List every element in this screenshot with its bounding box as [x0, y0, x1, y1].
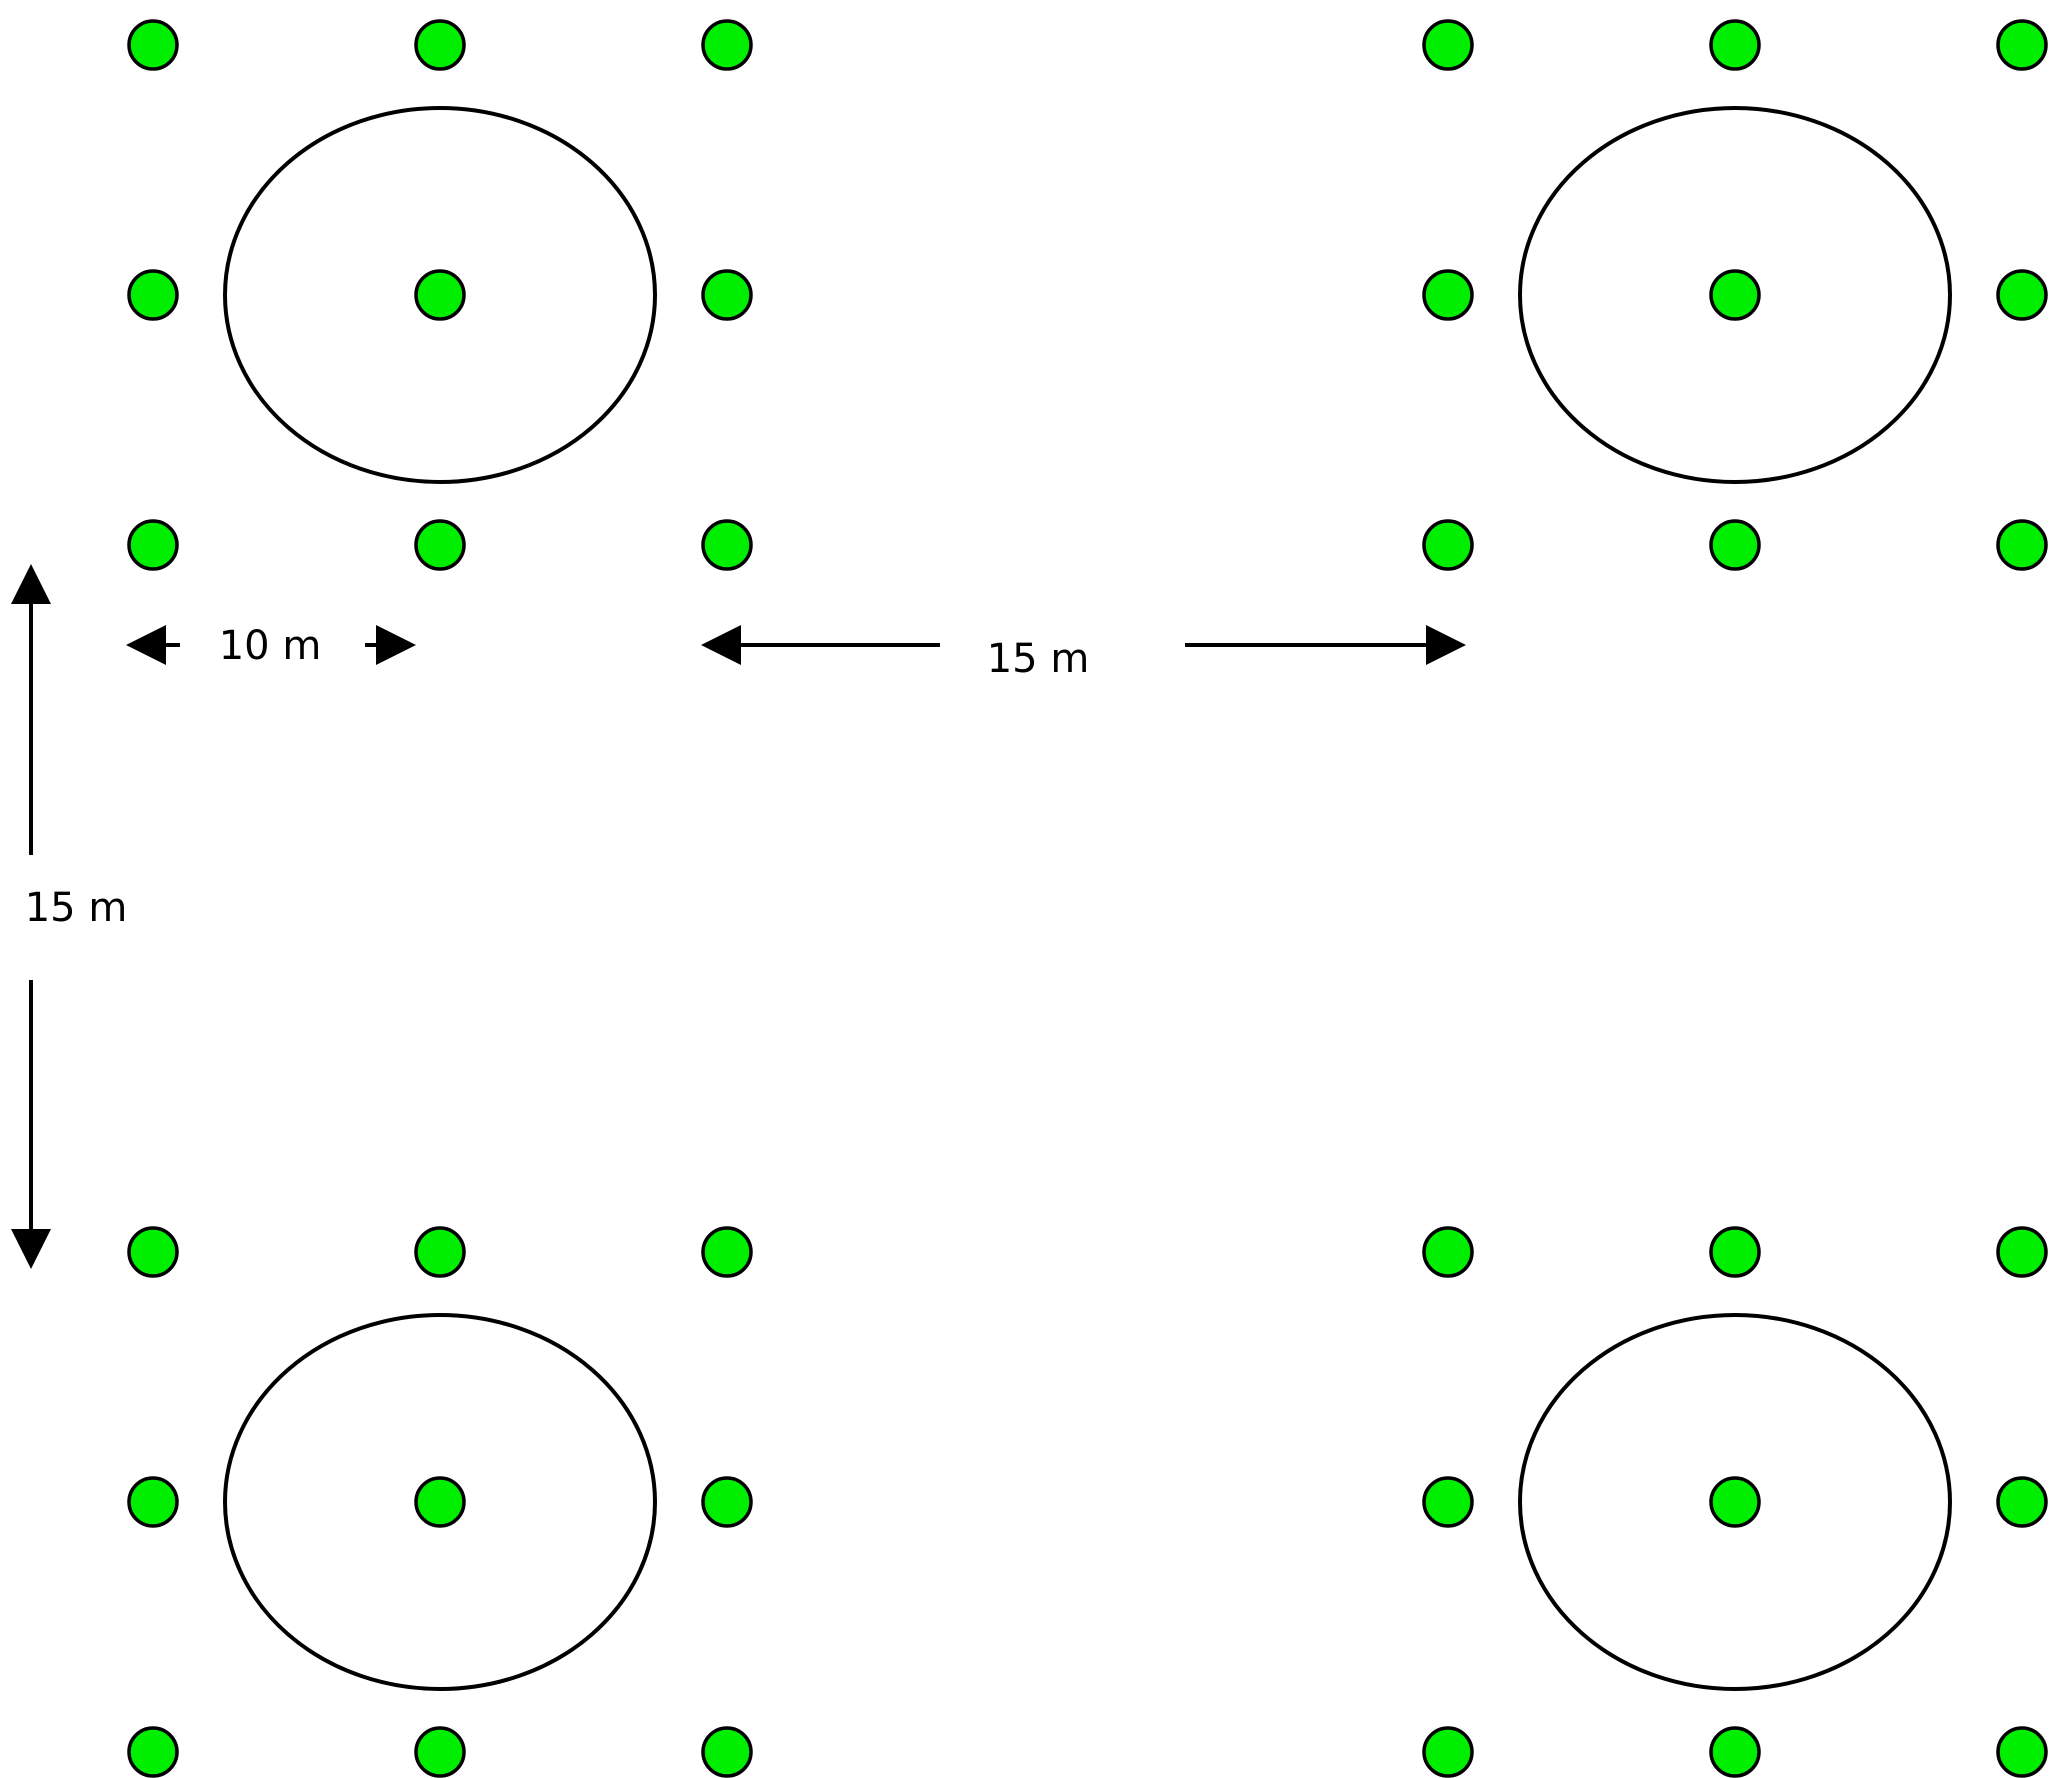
sample-point: [1709, 1226, 1761, 1278]
sample-point: [1422, 1726, 1474, 1778]
sample-point: [414, 19, 466, 71]
plot-bottom-right: [1422, 1226, 2048, 1778]
horizontal-spacing-label: 15 m: [987, 636, 1090, 682]
plot-top-right: [1422, 19, 2048, 571]
center-sample-point: [1709, 269, 1761, 321]
sample-point: [701, 19, 753, 71]
sample-point: [1422, 519, 1474, 571]
sample-point: [1996, 1226, 2048, 1278]
sample-point: [1709, 519, 1761, 571]
sample-point: [127, 269, 179, 321]
sample-point: [1709, 19, 1761, 71]
sample-point: [701, 1226, 753, 1278]
dimension-vertical-spacing: 15 m: [10, 564, 128, 1269]
plot-boundary-circle: [223, 106, 657, 484]
sample-point: [1996, 19, 2048, 71]
sample-point: [127, 519, 179, 571]
plot-boundary-circle: [1518, 106, 1952, 484]
plot-boundary-circle: [223, 1313, 657, 1691]
center-sample-point: [414, 1476, 466, 1528]
plot-bottom-left: [127, 1226, 753, 1778]
plot-top-left: [127, 19, 753, 571]
dimension-horizontal-spacing: 15 m: [701, 625, 1466, 682]
sample-point: [701, 519, 753, 571]
plot-boundary-circle: [1518, 1313, 1952, 1691]
sample-point: [1422, 269, 1474, 321]
sample-point: [1422, 1476, 1474, 1528]
sample-point: [127, 1726, 179, 1778]
sample-point: [127, 1226, 179, 1278]
sample-point: [1422, 19, 1474, 71]
center-sample-point: [1709, 1476, 1761, 1528]
sample-point: [414, 1726, 466, 1778]
sample-point: [1996, 519, 2048, 571]
plot-width-label: 10 m: [219, 623, 322, 669]
sample-point: [414, 1226, 466, 1278]
dimension-plot-width: 10 m: [126, 623, 416, 669]
sample-point: [414, 519, 466, 571]
plots-group: [127, 19, 2048, 1778]
sample-point: [701, 269, 753, 321]
center-sample-point: [414, 269, 466, 321]
sample-point: [1996, 1476, 2048, 1528]
sample-point: [1996, 1726, 2048, 1778]
vertical-spacing-label: 15 m: [25, 885, 128, 931]
sample-point: [127, 19, 179, 71]
sample-point: [1422, 1226, 1474, 1278]
sample-point: [701, 1476, 753, 1528]
sample-point: [1996, 269, 2048, 321]
sample-point: [701, 1726, 753, 1778]
sample-point: [127, 1476, 179, 1528]
sample-point: [1709, 1726, 1761, 1778]
